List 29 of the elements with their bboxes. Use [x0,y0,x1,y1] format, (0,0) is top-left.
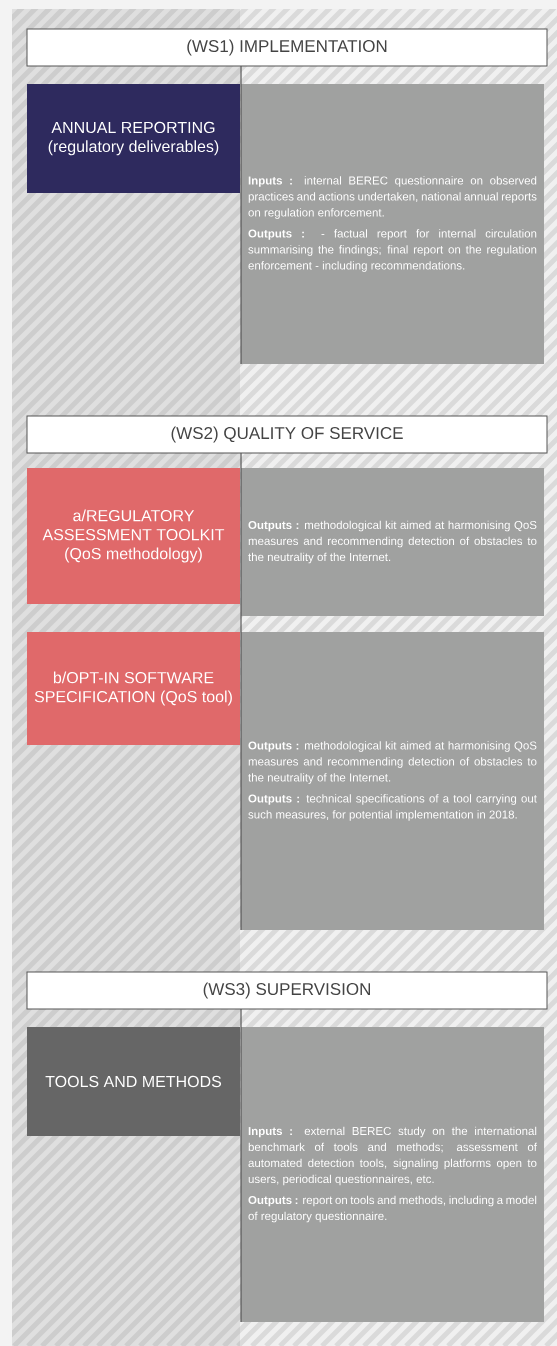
section-header-box [26,415,548,454]
section-header-box [26,28,548,67]
description-text: Outputs : methodological kit aimed at harmonising QoS measures and recommending detection of obstacles to the neutrality of the Internet. [248,520,537,564]
description-box [241,1027,544,1322]
description-text: Inputs : external BEREC study on the international benchmark of tools and methods; assessment of automated detection tools, signaling platforms open to users, periodical questionnaires, etc. [248,1126,537,1186]
description-text: Outputs : report on tools and methods, including a model of regulatory questionnaire. [248,1195,537,1223]
section-title: (WS2) QUALITY OF SERVICE [171,426,403,443]
section-title: (WS1) IMPLEMENTATION [187,39,387,56]
connector-line [240,65,242,365]
deliverable-box [27,632,240,745]
deliverable-box [27,1027,240,1136]
description-text: Outputs : methodological kit aimed at harmonising QoS measures and recommending detection of obstacles to the neutrality of the Internet. [248,741,537,784]
deliverable-title: ANNUAL REPORTING (regulatory deliverables) [48,121,219,156]
section-title: (WS3) SUPERVISION [203,982,370,999]
deliverable-box [27,468,240,604]
deliverable-box [27,84,240,193]
section-header-box [26,971,548,1010]
description-box [241,468,544,616]
description-text: Outputs : technical specifications of a tool carrying out such measures, for potential implementation in 2018. [248,794,537,821]
description-box [241,632,544,930]
description-box [241,84,544,364]
deliverable-title: b/OPT-IN SOFTWARE SPECIFICATION (QoS tool) [34,671,232,706]
connector-line [240,452,242,617]
deliverable-title: a/REGULATORY ASSESSMENT TOOLKIT (QoS methodology) [42,509,225,563]
description-text: Inputs : internal BEREC questionnaire on observed practices and actions undertaken, national annual reports on regulation enforcement. [248,176,537,219]
connector-line [240,615,242,931]
deliverable-title: TOOLS AND METHODS [45,1075,222,1088]
description-text: Outputs : - factual report for internal circulation summarising the findings; final report on the regulation enforcement - including recommendations. [248,229,537,272]
connector-line [240,1008,242,1323]
